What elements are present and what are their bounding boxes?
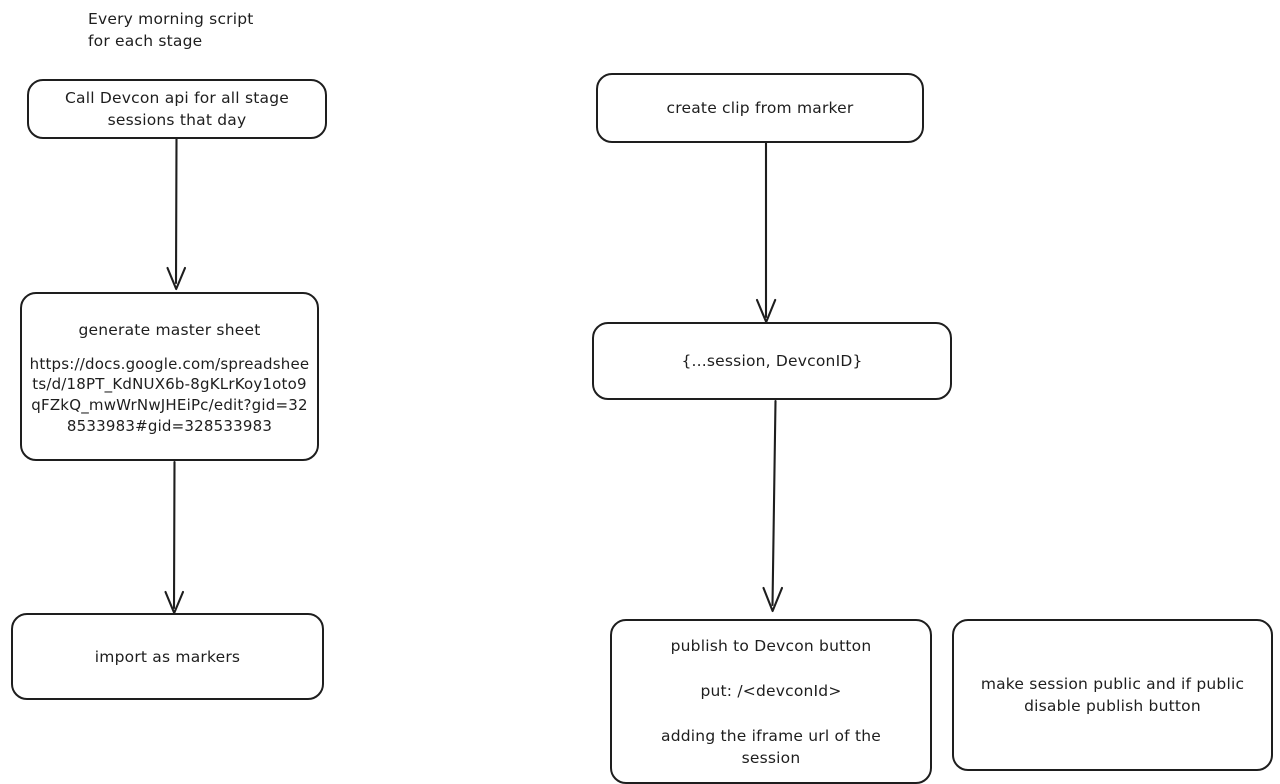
- node-import-as-markers[interactable]: import as markers: [11, 613, 324, 700]
- node-publish-to-devcon-button-line1: publish to Devcon button: [670, 636, 872, 655]
- label-every-morning-script: Every morning script for each stage: [88, 10, 254, 51]
- node-call-devcon-api[interactable]: Call Devcon api for all stage sessions t…: [27, 79, 327, 139]
- node-create-clip-from-marker[interactable]: create clip from marker: [596, 73, 924, 143]
- edge-session-object-to-publish-button: [762, 399, 784, 613]
- node-make-session-public[interactable]: make session public and if public disabl…: [952, 619, 1273, 771]
- node-publish-to-devcon-button-line2: put: /<devconId>: [700, 681, 842, 700]
- edge-call-api-to-master-sheet: [166, 137, 187, 291]
- node-session-object[interactable]: {...session, DevconID}: [592, 322, 952, 400]
- edge-master-sheet-to-import-markers: [164, 460, 185, 615]
- node-publish-to-devcon-button-line3: adding the iframe url of the session: [661, 726, 881, 767]
- node-generate-master-sheet[interactable]: generate master sheet https://docs.googl…: [20, 292, 319, 461]
- edge-create-clip-to-session-object: [755, 141, 777, 324]
- node-generate-master-sheet-url: https://docs.google.com/spreadsheets/d/1…: [29, 354, 310, 435]
- node-generate-master-sheet-title: generate master sheet: [78, 320, 261, 339]
- node-import-as-markers-label: import as markers: [94, 647, 241, 666]
- node-create-clip-from-marker-label: create clip from marker: [666, 99, 854, 117]
- node-call-devcon-api-label: Call Devcon api for all stage sessions t…: [65, 89, 289, 129]
- node-make-session-public-label: make session public and if public disabl…: [980, 675, 1245, 715]
- node-session-object-label: {...session, DevconID}: [681, 352, 863, 370]
- node-publish-to-devcon-button[interactable]: publish to Devcon button put: /<devconId…: [610, 619, 932, 784]
